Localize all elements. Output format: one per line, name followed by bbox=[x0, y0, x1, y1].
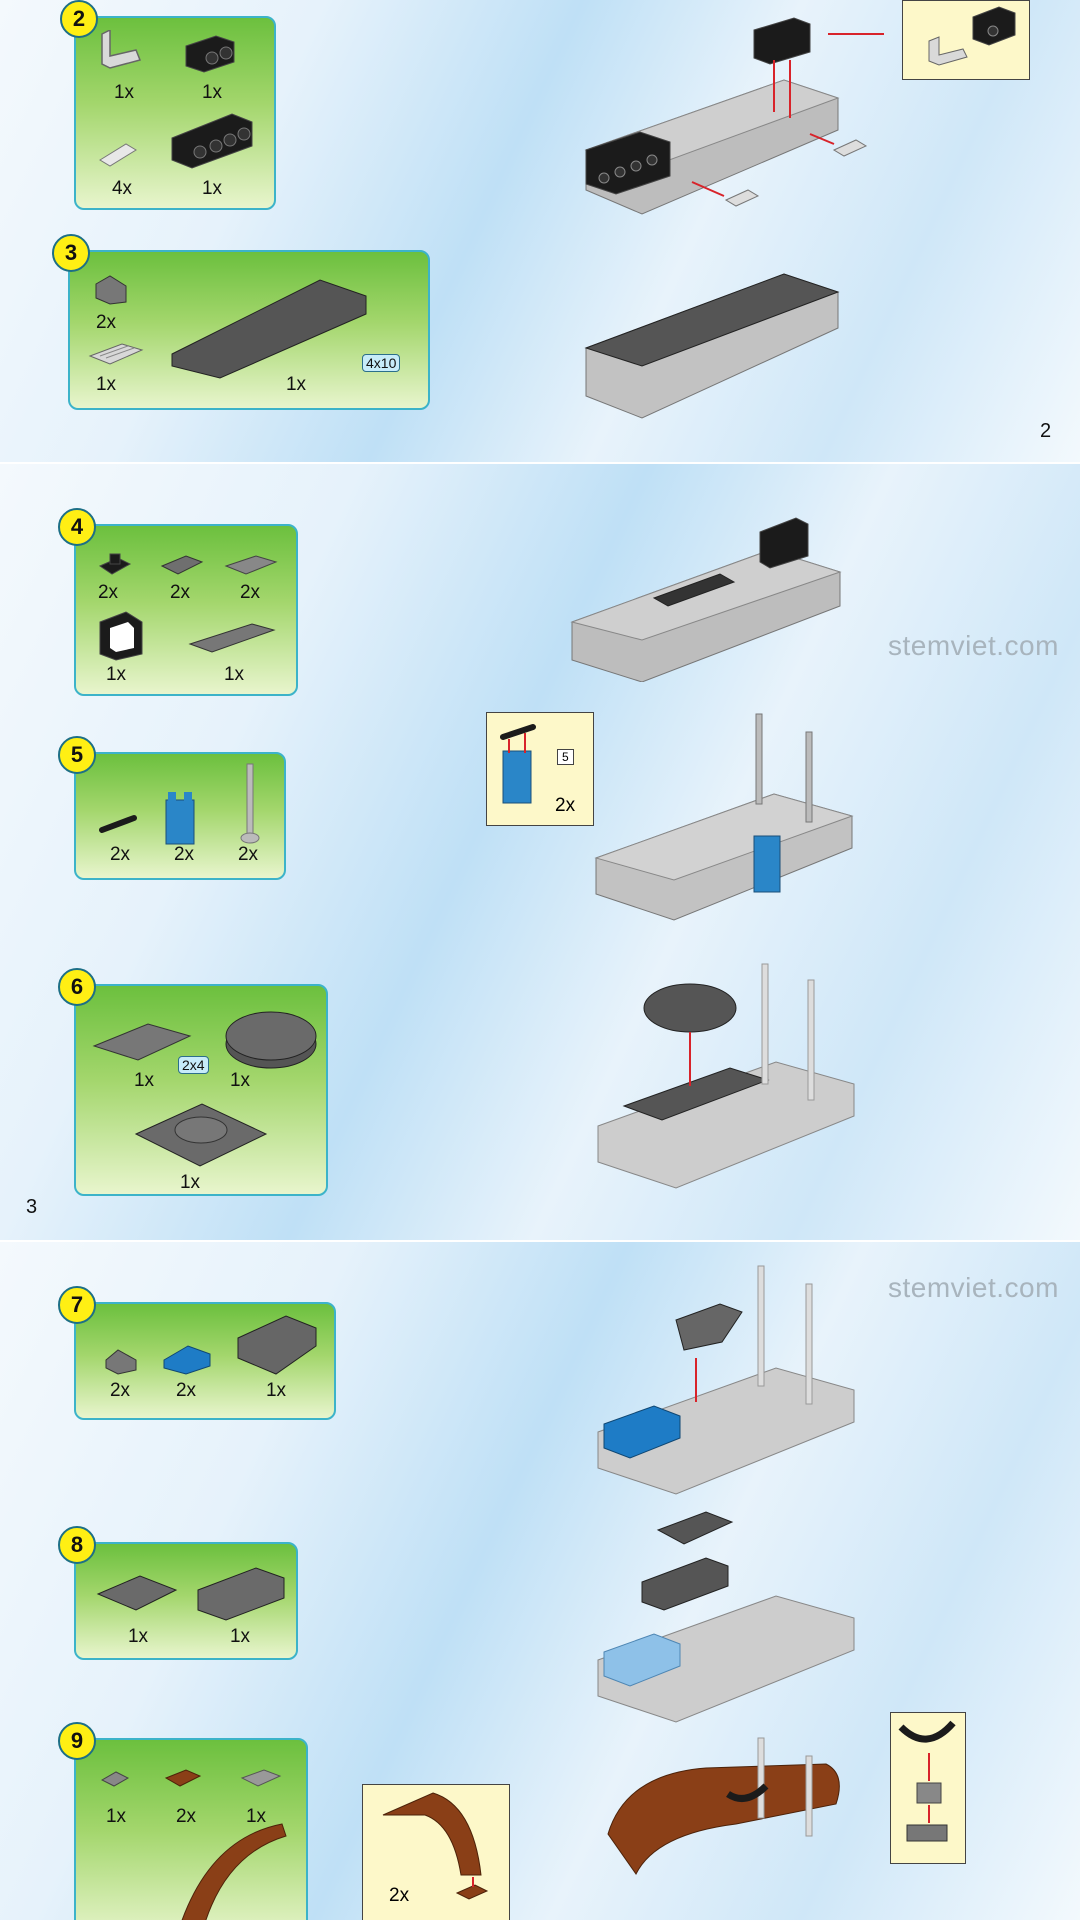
plate-1x4-part bbox=[188, 622, 278, 656]
clip-subassembly-callout bbox=[890, 1712, 966, 1864]
inverted-slope-part bbox=[236, 1310, 320, 1378]
brown-arch-part bbox=[170, 1818, 290, 1920]
grille-tile-part bbox=[88, 340, 144, 370]
qty-label: 1x bbox=[245, 1806, 267, 1827]
qty-label: 2x bbox=[175, 1806, 197, 1827]
plate-part bbox=[240, 1762, 284, 1792]
qty-label: 2x bbox=[173, 844, 195, 865]
watermark: stemviet.com bbox=[888, 630, 1059, 661]
qty-label: 1x bbox=[179, 1172, 201, 1193]
bar-part bbox=[98, 814, 138, 834]
qty-label: 2x bbox=[109, 844, 131, 865]
qty-label: 1x bbox=[133, 1070, 155, 1091]
model-assembly-illustration bbox=[570, 512, 860, 682]
step-number-badge: 4 bbox=[58, 508, 96, 546]
tile-2x4-part bbox=[92, 1020, 194, 1066]
callout-qty: 2x bbox=[555, 795, 576, 816]
plate-4x10-part bbox=[170, 274, 370, 384]
technic-brick-1x4-part bbox=[168, 108, 254, 170]
clip-plate-part bbox=[160, 550, 206, 580]
flag-part bbox=[162, 790, 202, 846]
turntable-part bbox=[134, 1098, 270, 1172]
step-number-badge: 7 bbox=[58, 1286, 96, 1324]
brown-plate-part bbox=[164, 1762, 204, 1792]
callout-qty: 2x bbox=[389, 1885, 410, 1906]
plate-2x3-part bbox=[96, 1570, 180, 1618]
page-number: 3 bbox=[26, 1196, 38, 1218]
step-3-parts-box: 2x 1x 1x 4x10 bbox=[68, 250, 430, 410]
model-assembly-illustration bbox=[596, 1500, 860, 1730]
subassembly-callout bbox=[902, 0, 1030, 80]
round-plate-part bbox=[222, 1006, 320, 1070]
blue-slope-part bbox=[162, 1340, 214, 1376]
model-assembly-illustration bbox=[596, 956, 860, 1196]
step-number-badge: 2 bbox=[60, 0, 98, 38]
step-7-parts-box: 2x 2x 1x bbox=[74, 1302, 336, 1420]
step-9-parts-box: 1x 2x 1x bbox=[74, 1738, 308, 1920]
qty-label: 2x bbox=[169, 582, 191, 603]
qty-label: 1x bbox=[285, 374, 307, 395]
clip-part bbox=[100, 1762, 132, 1792]
instruction-page-4: 2x 2x 1x 7 1x 1x 8 1x 2x 1x 9 2x bbox=[0, 1242, 1080, 1920]
qty-label: 2x bbox=[97, 582, 119, 603]
antenna-part bbox=[238, 760, 262, 846]
windscreen-part bbox=[96, 608, 148, 662]
page-number: 2 bbox=[1040, 420, 1052, 442]
step-number-badge: 3 bbox=[52, 234, 90, 272]
step-2-parts-box: 1x 1x 4x 1x bbox=[74, 16, 276, 210]
bracket-part bbox=[96, 30, 142, 72]
size-tag: 4x10 bbox=[362, 354, 401, 372]
step-number-badge: 8 bbox=[58, 1526, 96, 1564]
model-assembly-illustration bbox=[584, 0, 884, 230]
qty-label: 1x bbox=[127, 1626, 149, 1647]
step-4-parts-box: 2x 2x 2x 1x 1x bbox=[74, 524, 298, 696]
arch-subassembly-callout: 2x bbox=[362, 1784, 510, 1920]
step-number-badge: 6 bbox=[58, 968, 96, 1006]
model-assembly-illustration bbox=[584, 258, 844, 428]
technic-brick-1x4-part bbox=[196, 1564, 288, 1624]
qty-label: 2x bbox=[95, 312, 117, 333]
qty-label: 1x bbox=[105, 664, 127, 685]
qty-label: 2x bbox=[239, 582, 261, 603]
model-assembly-illustration bbox=[596, 1734, 860, 1920]
qty-label: 1x bbox=[265, 1380, 287, 1401]
watermark: stemviet.com bbox=[888, 1272, 1059, 1303]
step-6-parts-box: 1x 1x 1x 2x4 bbox=[74, 984, 328, 1196]
qty-label: 1x bbox=[201, 178, 223, 199]
pin-part bbox=[96, 140, 140, 170]
qty-label: 2x bbox=[237, 844, 259, 865]
model-assembly-illustration bbox=[594, 708, 858, 928]
instruction-page-3: 2x 2x 2x 1x 1x 4 2x 2x 2x 5 1x 1x 1x 2x4… bbox=[0, 464, 1080, 1240]
step-number-badge: 9 bbox=[58, 1722, 96, 1760]
plate-1x2-part bbox=[224, 552, 280, 580]
flag-subassembly-callout: 5 2x bbox=[486, 712, 594, 826]
reference-step-number: 5 bbox=[557, 749, 574, 765]
slope-part bbox=[104, 1346, 140, 1376]
qty-label: 1x bbox=[223, 664, 245, 685]
qty-label: 2x bbox=[175, 1380, 197, 1401]
qty-label: 1x bbox=[105, 1806, 127, 1827]
size-tag: 2x4 bbox=[178, 1056, 209, 1074]
qty-label: 1x bbox=[113, 82, 135, 103]
clip-plate-part bbox=[98, 550, 134, 580]
step-8-parts-box: 1x 1x bbox=[74, 1542, 298, 1660]
technic-brick-1x2-part bbox=[182, 34, 236, 74]
qty-label: 1x bbox=[229, 1626, 251, 1647]
step-number-badge: 5 bbox=[58, 736, 96, 774]
qty-label: 2x bbox=[109, 1380, 131, 1401]
qty-label: 1x bbox=[201, 82, 223, 103]
slope-part bbox=[94, 272, 130, 306]
qty-label: 1x bbox=[95, 374, 117, 395]
step-5-parts-box: 2x 2x 2x bbox=[74, 752, 286, 880]
qty-label: 1x bbox=[229, 1070, 251, 1091]
model-assembly-illustration bbox=[596, 1262, 860, 1502]
instruction-page-2: 1x 1x 4x 1x 2 2x 1x 1x 4x10 3 bbox=[0, 0, 1080, 462]
qty-label: 4x bbox=[111, 178, 133, 199]
